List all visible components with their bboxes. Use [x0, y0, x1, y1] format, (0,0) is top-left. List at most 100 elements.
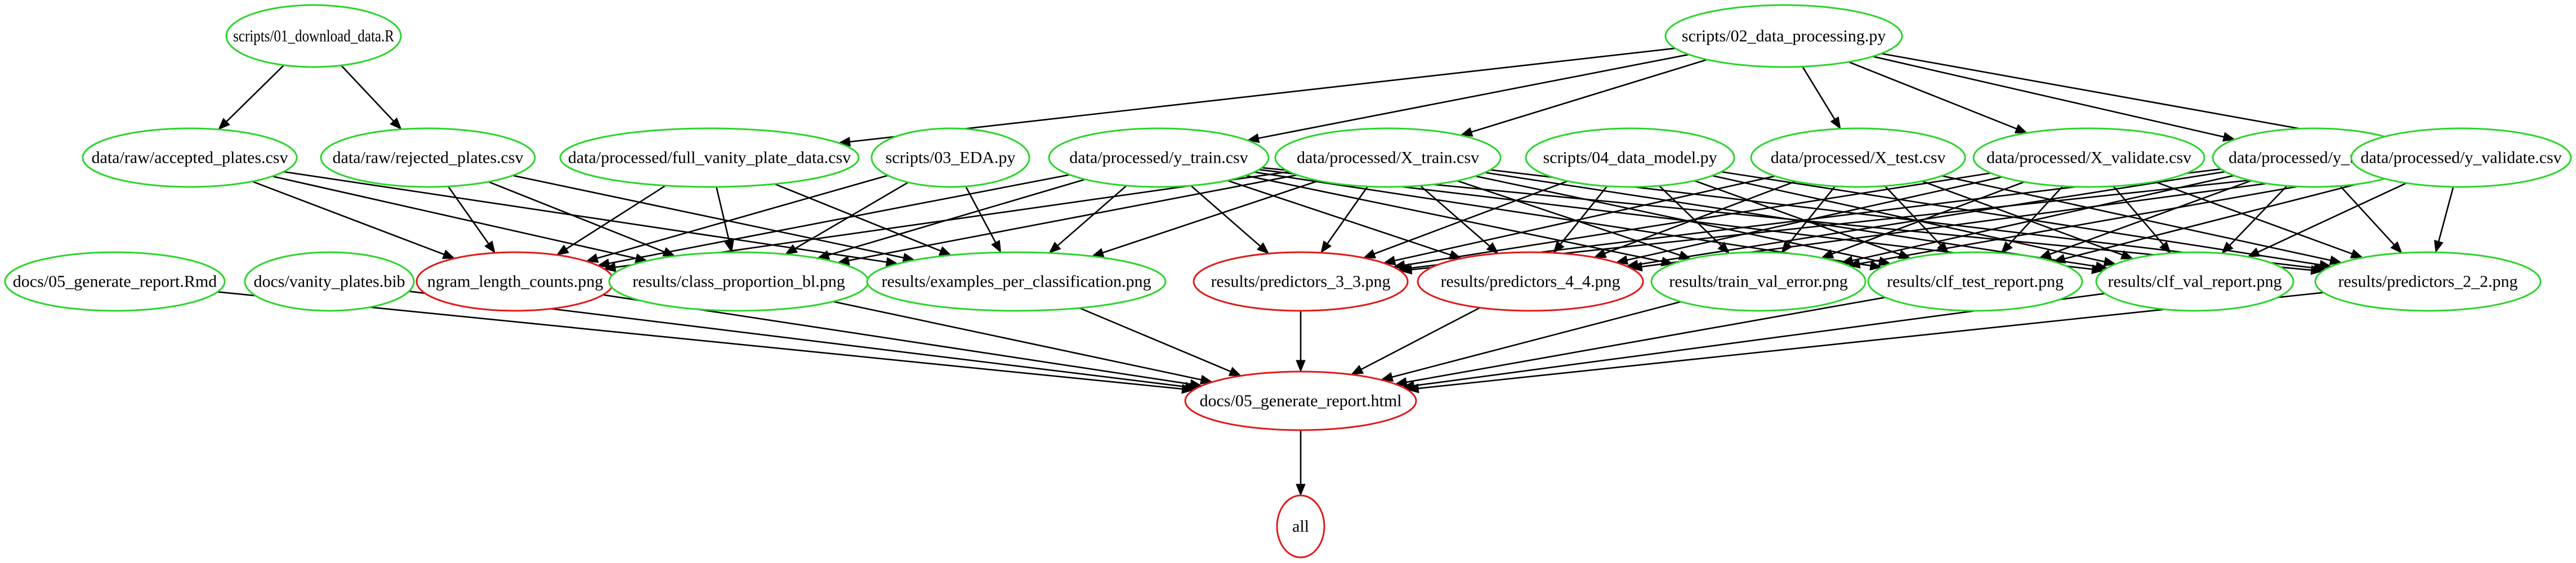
node-ellipse	[870, 127, 1030, 188]
arrowhead-icon	[1615, 255, 1629, 265]
node-results-examples-per-classification-png[interactable]: results/examples_per_classification.png	[866, 251, 1167, 312]
node-label: results/clf_val_report.png	[2108, 272, 2282, 291]
edge-line	[512, 175, 904, 259]
arrowhead-icon	[603, 262, 617, 272]
edge-line	[2229, 185, 2288, 246]
node-ellipse	[559, 127, 860, 188]
node-scripts-03-eda-py[interactable]: scripts/03_EDA.py	[870, 127, 1030, 188]
node-data-processed-x-test-csv[interactable]: data/processed/X_test.csv	[1750, 127, 1966, 188]
edge-line	[1227, 180, 1451, 256]
node-ellipse	[866, 251, 1167, 312]
node-scripts-04-data-model-py[interactable]: scripts/04_data_model.py	[1525, 127, 1735, 188]
arrowhead-icon	[2120, 250, 2134, 260]
edge-line	[1941, 175, 2331, 261]
node-results-predictors-2-2-png[interactable]: results/predictors_2_2.png	[2314, 251, 2542, 312]
arrowhead-icon	[1363, 249, 1377, 258]
edge-line	[1394, 175, 1775, 262]
edge-results-examples-per-classification-png-to-docs-05-generate-report-html	[1079, 307, 1242, 377]
edge-line	[272, 175, 636, 260]
edge-data-processed-x-train-csv-to-results-predictors-4-4-png	[1419, 185, 1499, 254]
arrowhead-icon	[2329, 255, 2342, 265]
edge-line	[1471, 59, 1708, 133]
edge-scripts-01-download-data-r-to-data-raw-rejected-plates-csv	[341, 65, 402, 130]
node-results-clf-val-report-png[interactable]: results/clf_val_report.png	[2095, 251, 2294, 312]
node-ngram-length-counts-png[interactable]: ngram_length_counts.png	[416, 251, 615, 312]
arrowhead-icon	[1406, 383, 1419, 394]
node-results-class-proportion-bl-png[interactable]: results/class_proportion_bl.png	[608, 251, 869, 312]
node-label: ngram_length_counts.png	[427, 272, 603, 291]
edge-data-processed-y-validate-csv-to-results-train-val-error-png	[1847, 173, 2370, 269]
node-data-raw-accepted-plates-csv[interactable]: data/raw/accepted_plates.csv	[82, 127, 298, 188]
arrowhead-icon	[1937, 241, 1949, 254]
arrowhead-icon	[390, 117, 402, 130]
edge-line	[2340, 185, 2395, 245]
edge-line	[1057, 185, 1127, 247]
node-label: docs/vanity_plates.bib	[253, 272, 405, 291]
node-label: results/train_val_error.png	[1669, 272, 1847, 291]
edge-line	[1637, 171, 2226, 266]
edge-line	[1327, 186, 1369, 244]
node-data-processed-x-train-csv[interactable]: data/processed/X_train.csv	[1274, 127, 1502, 188]
edge-line	[1391, 301, 1681, 378]
edge-line	[1881, 52, 2359, 140]
edge-data-processed-x-train-csv-to-results-clf-val-report-png	[1485, 172, 2108, 271]
node-data-processed-x-validate-csv[interactable]: data/processed/X_validate.csv	[1972, 127, 2206, 188]
arrowhead-icon	[2095, 261, 2108, 271]
node-all[interactable]: all	[1276, 494, 1325, 558]
node-docs-05-generate-report-rmd[interactable]: docs/05_generate_report.Rmd	[4, 251, 226, 312]
node-label: data/processed/X_train.csv	[1297, 149, 1479, 167]
node-label: docs/05_generate_report.Rmd	[13, 272, 217, 291]
arrowhead-icon	[218, 118, 230, 130]
node-label: data/processed/X_validate.csv	[1986, 149, 2191, 167]
node-docs-05-generate-report-html[interactable]: docs/05_generate_report.html	[1184, 370, 1417, 431]
node-data-processed-full-vanity-plate-data-csv[interactable]: data/processed/full_vanity_plate_data.cs…	[559, 127, 860, 188]
node-docs-vanity-plates-bib[interactable]: docs/vanity_plates.bib	[244, 251, 415, 312]
edge-line	[1245, 175, 1663, 262]
node-results-predictors-3-3-png[interactable]: results/predictors_3_3.png	[1193, 251, 1409, 312]
node-data-raw-rejected-plates-csv[interactable]: data/raw/rejected_plates.csv	[320, 127, 536, 188]
node-ellipse	[1048, 127, 1270, 188]
arrowhead-icon	[2434, 240, 2444, 253]
edge-data-raw-accepted-plates-csv-to-ngram-length-counts-png	[252, 180, 456, 259]
arrowhead-icon	[938, 246, 952, 256]
edge-line	[615, 171, 1289, 269]
node-results-train-val-error-png[interactable]: results/train_val_error.png	[1650, 251, 1867, 312]
node-label: data/processed/full_vanity_plate_data.cs…	[568, 149, 851, 167]
edge-data-processed-y-test-csv-to-results-train-val-error-png	[1840, 175, 2234, 266]
edge-line	[1658, 185, 1722, 247]
edge-data-processed-full-vanity-plate-data-csv-to-results-class-proportion-bl-png	[716, 186, 734, 253]
edge-line	[1361, 307, 1481, 370]
edge-line	[716, 186, 730, 242]
edge-data-processed-y-train-csv-to-ngram-length-counts-png	[597, 174, 1070, 269]
edge-line	[1852, 175, 2234, 262]
edge-data-processed-y-validate-csv-to-results-clf-test-report-png	[2052, 177, 2382, 263]
edge-line	[1404, 172, 1991, 266]
arrowhead-icon	[2350, 249, 2364, 258]
edge-line	[1788, 185, 1836, 245]
arrowhead-icon	[1593, 248, 1607, 258]
edge-data-raw-rejected-plates-csv-to-results-class-proportion-bl-png	[488, 181, 676, 257]
arrowhead-icon	[586, 253, 599, 263]
node-ellipse	[225, 4, 402, 68]
edge-line	[1604, 180, 1796, 254]
edge-line	[1079, 307, 1231, 372]
edge-results-predictors-4-4-png-to-docs-05-generate-report-html	[1350, 307, 1481, 375]
edge-line	[1411, 168, 2360, 271]
node-ellipse	[1193, 251, 1409, 312]
edge-data-raw-rejected-plates-csv-to-ngram-length-counts-png	[447, 186, 495, 254]
node-scripts-01-download-data-r[interactable]: scripts/01_download_data.R	[225, 4, 402, 68]
node-label: scripts/01_download_data.R	[233, 27, 394, 46]
node-results-clf-test-report-png[interactable]: results/clf_test_report.png	[1867, 251, 2083, 312]
edge-data-processed-x-test-csv-to-results-predictors-4-4-png	[1593, 180, 1796, 258]
edge-line	[2050, 180, 2252, 255]
node-data-processed-y-validate-csv[interactable]: data/processed/y_validate.csv	[2350, 127, 2572, 188]
node-label: results/clf_test_report.png	[1887, 272, 2064, 291]
node-data-processed-y-train-csv[interactable]: data/processed/y_train.csv	[1048, 127, 1270, 188]
edge-data-raw-rejected-plates-csv-to-results-examples-per-classification-png	[512, 175, 916, 263]
edge-data-processed-x-validate-csv-to-results-clf-val-report-png	[2113, 185, 2171, 254]
node-ellipse	[1972, 127, 2206, 188]
node-scripts-02-data-processing-py[interactable]: scripts/02_data_processing.py	[1664, 4, 1903, 68]
edge-line	[609, 174, 1070, 265]
node-ellipse	[1867, 251, 2083, 312]
node-results-predictors-4-4-png[interactable]: results/predictors_4_4.png	[1417, 251, 1644, 312]
